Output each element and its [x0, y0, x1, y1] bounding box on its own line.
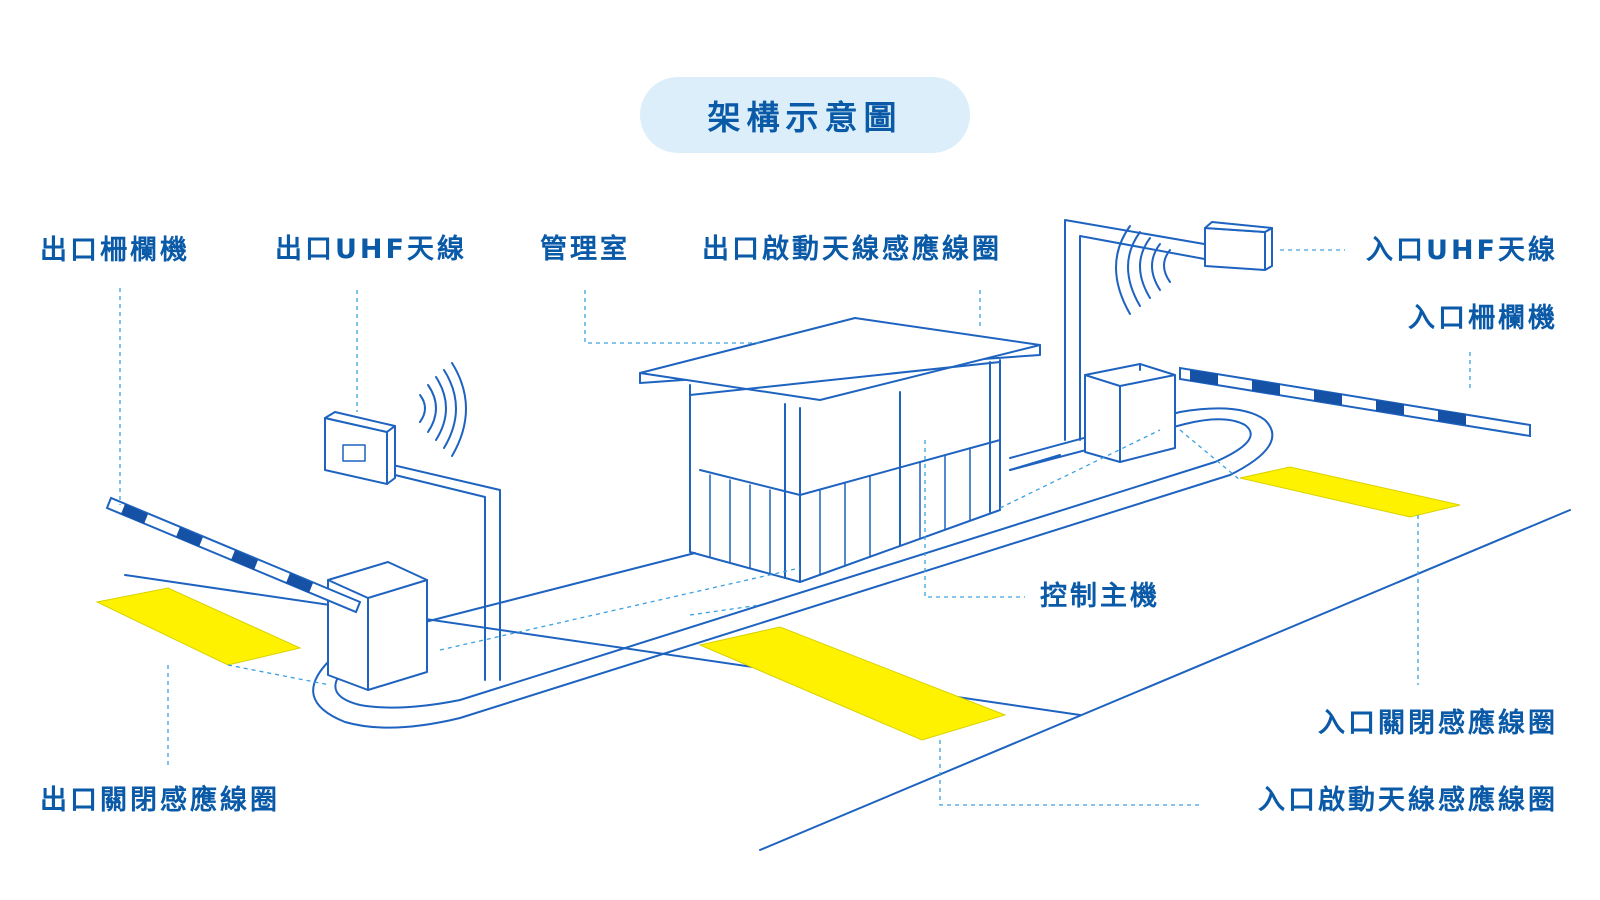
exit-barrier-arm — [105, 496, 362, 614]
label-entry-barrier: 入口柵欄機 — [1408, 303, 1558, 334]
entry-barrier-arm — [1179, 366, 1531, 438]
entry-antenna-pole — [1064, 219, 1211, 441]
label-exit-uhf-antenna: 出口UHF天線 — [275, 234, 467, 265]
entry-close-loop-pad — [1239, 466, 1461, 518]
label-controller: 控制主機 — [1040, 581, 1160, 612]
island-back-edge-2 — [1009, 454, 1061, 471]
wire-loop-exit — [227, 664, 331, 686]
diagram-title-pill: 架構示意圖 — [640, 77, 970, 153]
island-back-edge — [424, 552, 696, 623]
label-entry-uhf-antenna: 入口UHF天線 — [1366, 235, 1558, 266]
island-outer-curb — [312, 407, 1274, 729]
label-entry-start-loop: 入口啟動天線感應線圈 — [1258, 785, 1558, 816]
entry-barrier-cabinet — [1084, 363, 1176, 463]
leader-booth — [584, 290, 760, 344]
exit-barrier-cabinet — [327, 561, 428, 691]
diagram-title: 架構示意圖 — [707, 98, 903, 137]
label-exit-barrier: 出口柵欄機 — [40, 235, 190, 266]
exit-close-loop-pad — [95, 587, 302, 666]
entry-antenna-waves-icon — [1115, 225, 1171, 315]
exit-antenna-pole — [379, 461, 501, 681]
entry-start-loop-pad — [698, 626, 1007, 741]
label-exit-close-loop: 出口關閉感應線圈 — [40, 785, 280, 816]
wire-exit-to-booth — [439, 567, 801, 651]
exit-antenna-waves-icon — [419, 362, 467, 457]
label-exit-start-loop: 出口啟動天線感應線圈 — [702, 234, 1002, 265]
booth — [639, 317, 1041, 583]
entry-uhf-antenna-box — [1204, 221, 1273, 271]
island-inner-curb — [334, 418, 1252, 709]
label-booth: 管理室 — [540, 234, 630, 265]
exit-uhf-antenna-box — [324, 411, 396, 485]
label-entry-close-loop: 入口關閉感應線圈 — [1318, 708, 1558, 739]
wire-booth-to-entry — [999, 429, 1161, 509]
wire-loop-entry-close — [1179, 429, 1241, 481]
road-edge-right — [759, 509, 1571, 851]
leader-entry-start-loop — [939, 740, 1200, 806]
wire-loop-entry-start — [689, 604, 761, 616]
